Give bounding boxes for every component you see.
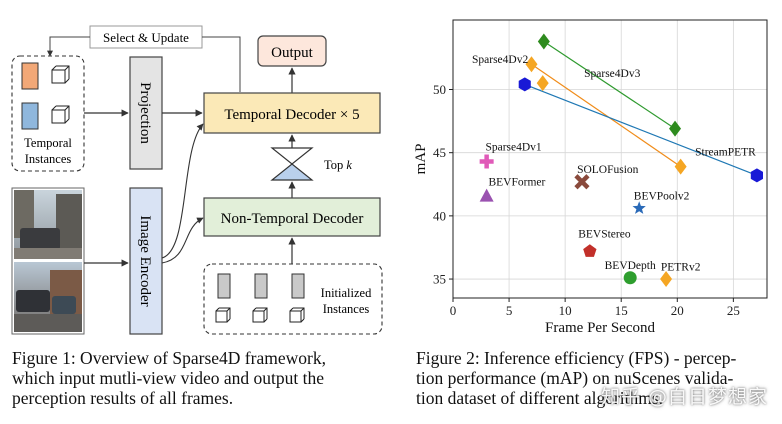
image-encoder-label: Image Encoder: [137, 215, 153, 306]
figure-1-caption: Figure 1: Overview of Sparse4D framework…: [12, 348, 392, 408]
point-label: Sparse4Dv1: [485, 141, 541, 153]
marker-bevpoolv2: [632, 201, 646, 214]
temporal-instance-orange: [21, 62, 39, 90]
marker-sparse4dv2: [660, 271, 673, 288]
initialized-instance-3: [291, 273, 305, 299]
marker-sparse4dv3: [669, 120, 682, 137]
encoder-to-non-temporal-decoder-arrow: [161, 217, 204, 264]
point-label: Sparse4Dv3: [584, 68, 640, 80]
cube-icon: [51, 105, 70, 124]
caption-line: which input mutli-view video and output …: [12, 368, 325, 388]
top-k-selection-icon: [270, 147, 314, 181]
marker-sparse4dv2: [674, 158, 687, 175]
marker-sparse4dv1: [479, 154, 494, 169]
x-tick-label: 25: [727, 303, 740, 318]
x-tick-label: 15: [615, 303, 628, 318]
temporal-instances-label-line2: Instances: [25, 152, 72, 166]
initialized-instances-label-line1: Initialized: [321, 286, 372, 300]
caption-line: tion performance (mAP) on nuScenes valid…: [416, 368, 734, 388]
initialized-instance-1: [217, 273, 231, 299]
trend-line-streampetr: [524, 83, 758, 176]
initialized-instances-box: [203, 263, 383, 335]
select-update-arrow: [202, 36, 241, 92]
projection-box: [129, 56, 163, 170]
temporal-instances-box: [11, 55, 85, 172]
temporal-decoder-box: [203, 92, 381, 134]
watermark: 知乎 @白日梦想家: [600, 386, 768, 408]
marker-streampetr: [750, 168, 763, 183]
marker-sparse4dv2: [536, 75, 549, 92]
y-tick-label: 45: [433, 145, 446, 160]
temporal-decoder-label: Temporal Decoder × 5: [224, 107, 359, 123]
point-label: PETRv2: [661, 261, 701, 273]
plot-frame: [452, 19, 768, 299]
y-tick-label: 35: [433, 272, 446, 287]
marker-bevdepth: [623, 271, 637, 285]
marker-streampetr: [518, 77, 531, 92]
x-axis-label: Frame Per Second: [545, 320, 655, 336]
point-label: Sparse4Dv2: [472, 54, 528, 66]
point-label: BEVFormer: [488, 177, 545, 189]
x-tick-label: 0: [450, 303, 457, 318]
caption-line: Figure 1: Overview of Sparse4D framework…: [12, 348, 326, 368]
cube-icon: [51, 65, 70, 84]
non-temporal-decoder-box: [203, 197, 381, 237]
trend-line-sparse4dv3: [543, 40, 676, 130]
multi-view-video-frames: [11, 187, 85, 335]
trend-line-sparse4dv2: [531, 63, 681, 168]
point-label: SOLOFusion: [577, 164, 639, 176]
initialized-instance-2: [254, 273, 268, 299]
cube-icon: [215, 307, 305, 323]
caption-line: tion dataset of different algorithms.: [416, 388, 664, 408]
marker-sparse4dv2: [525, 56, 538, 73]
temporal-instances-label-line1: Temporal: [24, 136, 72, 150]
marker-bevformer: [479, 188, 494, 202]
point-label: BEVPoolv2: [634, 191, 690, 203]
temporal-instance-blue: [21, 102, 39, 130]
x-tick-label: 5: [506, 303, 513, 318]
encoder-to-temporal-decoder-arrow: [161, 123, 204, 259]
y-tick-label: 50: [433, 82, 446, 97]
initialized-instances-label-line2: Instances: [323, 302, 370, 316]
image-encoder-box: [129, 187, 163, 335]
marker-solofusion: [574, 174, 590, 190]
y-axis-label: mAP: [413, 144, 429, 175]
marker-sparse4dv3: [537, 33, 550, 50]
caption-line: Figure 2: Inference efficiency (FPS) - p…: [416, 348, 737, 368]
output-box: [257, 35, 327, 67]
caption-line: perception results of all frames.: [12, 388, 234, 408]
point-label: BEVStereo: [578, 229, 631, 241]
non-temporal-decoder-label: Non-Temporal Decoder: [221, 211, 364, 227]
x-tick-label: 20: [671, 303, 684, 318]
figure-2-caption: Figure 2: Inference efficiency (FPS) - p…: [416, 348, 774, 408]
y-tick-label: 40: [433, 208, 446, 223]
sparse4d-framework-diagram: Select & Update Output Temporal Instance…: [11, 25, 383, 335]
x-tick-label: 10: [559, 303, 572, 318]
select-update-return-line: [47, 36, 90, 57]
projection-label: Projection: [137, 82, 153, 144]
output-label: Output: [271, 45, 314, 61]
marker-bevstereo: [583, 244, 597, 257]
top-k-label: Top k: [324, 158, 352, 172]
select-update-label: Select & Update: [103, 30, 189, 45]
point-label: BEVDepth: [605, 260, 656, 272]
point-label: StreamPETR: [695, 146, 756, 158]
